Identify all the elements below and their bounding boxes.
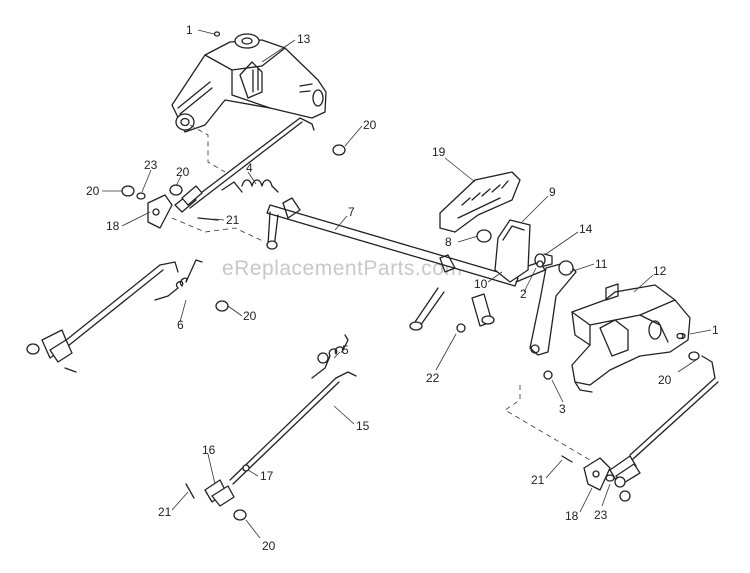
callout-3: 3 <box>559 402 566 416</box>
callout-19: 19 <box>432 145 446 159</box>
callout-7: 7 <box>348 205 355 219</box>
callout-1: 1 <box>712 323 719 337</box>
spring-4 <box>221 179 279 193</box>
callout-8: 8 <box>445 235 452 249</box>
cross-shaft <box>266 197 546 331</box>
callout-5: 5 <box>342 343 349 357</box>
assembly-lines <box>171 124 591 461</box>
washer-20d <box>215 300 229 312</box>
rod-15 <box>229 371 357 485</box>
callout-23: 23 <box>594 508 608 522</box>
callout-2: 2 <box>520 287 527 301</box>
callout-4: 4 <box>246 161 253 175</box>
callout-21: 21 <box>158 505 172 519</box>
callout-labels: 1 13 20 23 20 20 4 18 21 7 19 9 14 8 10 … <box>86 23 719 553</box>
callout-18: 18 <box>106 219 120 233</box>
callout-13: 13 <box>297 32 311 46</box>
callout-17: 17 <box>260 469 274 483</box>
callout-20: 20 <box>363 118 377 132</box>
callout-14: 14 <box>579 222 593 236</box>
callout-21: 21 <box>226 213 240 227</box>
callout-20: 20 <box>176 165 190 179</box>
spring-5 <box>311 334 349 379</box>
clevis-plate-lower <box>561 455 615 491</box>
bracket-left <box>171 33 327 133</box>
bracket-right <box>571 283 691 393</box>
screw-1b <box>676 332 684 340</box>
watermark: eReplacementParts.com <box>222 257 462 280</box>
callout-12: 12 <box>653 264 667 278</box>
callout-23: 23 <box>144 158 158 172</box>
callout-10: 10 <box>474 277 488 291</box>
nut-22 <box>456 323 466 333</box>
leader-lines <box>102 29 712 539</box>
callout-22: 22 <box>426 371 440 385</box>
clevis-plate-upper <box>121 184 183 229</box>
callout-15: 15 <box>356 419 370 433</box>
callout-20: 20 <box>86 184 100 198</box>
clevis-lower <box>185 479 247 521</box>
callout-11: 11 <box>595 257 608 271</box>
callout-1: 1 <box>186 23 193 37</box>
screw-1a <box>213 31 221 37</box>
spring-6 <box>154 259 203 301</box>
callout-16: 16 <box>202 443 216 457</box>
callout-9: 9 <box>549 185 556 199</box>
rod-lower-left <box>26 261 179 373</box>
lever-arm <box>529 260 577 380</box>
callout-20: 20 <box>262 539 276 553</box>
callout-20: 20 <box>243 309 257 323</box>
rod-upper <box>174 117 315 221</box>
callout-18: 18 <box>565 509 579 523</box>
washer-20a <box>332 144 346 156</box>
callout-21: 21 <box>531 473 545 487</box>
callout-20: 20 <box>658 373 672 387</box>
callout-6: 6 <box>177 318 184 332</box>
